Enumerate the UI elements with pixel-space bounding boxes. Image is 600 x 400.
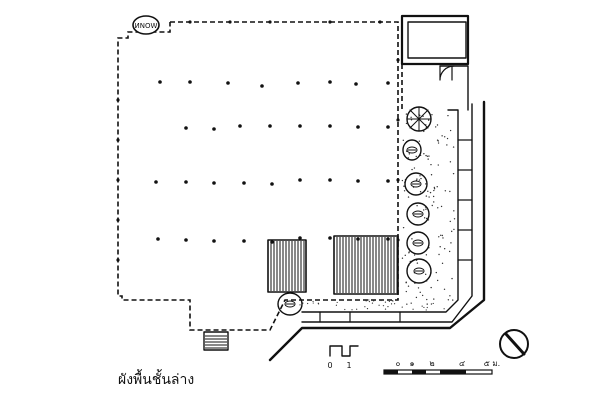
column-dot bbox=[396, 118, 400, 122]
column-dot bbox=[116, 178, 120, 182]
platform-right bbox=[333, 235, 399, 295]
platform-left bbox=[267, 239, 307, 293]
entrance-scale: 0 1 bbox=[327, 345, 359, 370]
column-dot bbox=[356, 179, 360, 183]
column-dot bbox=[386, 125, 390, 129]
column-dot bbox=[396, 178, 400, 182]
drawing-title: ผังพื้นชั้นล่าง bbox=[118, 369, 194, 388]
column-dot bbox=[328, 20, 332, 24]
column-dot bbox=[184, 126, 188, 130]
column-dot bbox=[154, 180, 158, 184]
scale-tick-1: ๑ bbox=[409, 359, 414, 368]
column-dot bbox=[268, 20, 272, 24]
column-dot bbox=[242, 239, 246, 243]
column-dot bbox=[298, 236, 302, 240]
scale-tick-0: ๐ bbox=[396, 359, 401, 368]
column-dot bbox=[328, 236, 332, 240]
column-dot bbox=[268, 124, 272, 128]
column-dot bbox=[328, 124, 332, 128]
column-dot bbox=[116, 258, 120, 262]
column-dot bbox=[228, 20, 232, 24]
column-dot bbox=[328, 80, 332, 84]
column-dot bbox=[386, 81, 390, 85]
column-dot bbox=[260, 84, 264, 88]
column-dot bbox=[158, 80, 162, 84]
logo-stamp: ИNOW bbox=[132, 15, 160, 35]
entrance-scale-tick-0: 0 bbox=[327, 361, 332, 370]
column-dot bbox=[156, 237, 160, 241]
column-dot bbox=[238, 124, 242, 128]
column-dot bbox=[242, 181, 246, 185]
building-outline bbox=[117, 21, 399, 331]
column-dot bbox=[386, 179, 390, 183]
gravel-texture bbox=[299, 109, 456, 311]
column-dot bbox=[184, 180, 188, 184]
column-dot bbox=[226, 81, 230, 85]
annex-room bbox=[400, 14, 470, 111]
column-dot bbox=[328, 178, 332, 182]
column-dot bbox=[116, 138, 120, 142]
column-dot bbox=[354, 82, 358, 86]
scale-tick-3: ๔ bbox=[459, 359, 465, 368]
planters bbox=[277, 106, 432, 316]
side-walkway bbox=[268, 100, 486, 362]
column-dot bbox=[298, 178, 302, 182]
column-dot bbox=[116, 98, 120, 102]
entrance-stairs bbox=[203, 331, 229, 351]
column-dot bbox=[378, 20, 382, 24]
column-dot bbox=[188, 20, 192, 24]
column-dot bbox=[212, 181, 216, 185]
column-dot bbox=[396, 58, 400, 62]
scale-tick-2: ๒ bbox=[429, 359, 434, 368]
column-dot bbox=[116, 218, 120, 222]
scale-bar: ๐ ๑ ๒ ๔ ๕ ม. bbox=[383, 359, 500, 375]
column-dot bbox=[212, 239, 216, 243]
column-dot bbox=[298, 124, 302, 128]
entrance-scale-tick-1: 1 bbox=[346, 361, 351, 370]
column-dot bbox=[356, 125, 360, 129]
north-arrow-icon bbox=[499, 329, 529, 359]
logo-text: ИNOW bbox=[135, 22, 158, 30]
column-dot bbox=[270, 182, 274, 186]
scale-tick-4: ๕ ม. bbox=[484, 359, 500, 368]
column-grid bbox=[116, 20, 400, 262]
column-dot bbox=[184, 238, 188, 242]
column-dot bbox=[296, 81, 300, 85]
column-dot bbox=[188, 80, 192, 84]
column-dot bbox=[212, 127, 216, 131]
